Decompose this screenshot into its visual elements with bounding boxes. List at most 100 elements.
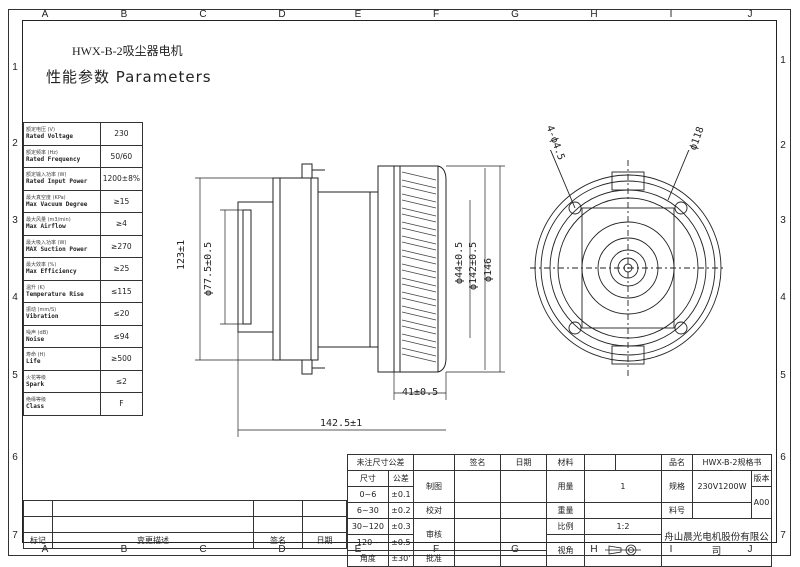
zone-col-top: C [199,9,207,20]
param-value: ≥4 [99,212,144,236]
name-value: HWX-B-2规格书 [691,454,773,471]
zone-row-right: 6 [780,452,786,463]
rev-sign-header: 签名 [253,532,303,549]
zone-col-top: B [120,9,128,20]
param-value: ≥500 [99,347,144,371]
role-approve: 批准 [412,550,455,567]
param-en: Class [26,403,45,411]
dim-width-142: 142.5±1 [320,418,363,429]
zone-col-bottom: A [41,544,49,555]
rev-date-header: 日期 [302,532,347,549]
zone-row-right: 7 [780,530,786,541]
rev-mark-header: 标记 [23,532,53,549]
tol-value: ±0.5 [387,534,414,551]
param-cn: 噪声 (dB) [26,329,49,336]
title-block: 未注尺寸公差 签名 日期 材料 品名 HWX-B-2规格书 尺寸 公差 制图 用… [347,454,773,567]
dim-dia-142: ϕ142±0.5 [468,241,479,290]
dim-dia-44: ϕ44±0.5 [454,241,465,284]
param-cn: 最大风量 (m3/min) [26,217,71,224]
tol-value: ±0.2 [387,502,414,519]
parameters-heading: 性能参数 Parameters [46,68,212,86]
param-value: ≤20 [99,302,144,326]
sign-header: 签名 [453,454,501,471]
motor-front-view [530,150,726,376]
param-cn: 火花等级 [26,374,47,381]
motor-side-view [195,163,505,437]
param-value: ≤2 [99,369,144,393]
name-label: 品名 [660,454,693,471]
tol-header: 公差 [387,470,414,487]
rev-desc-header: 变更描述 [52,532,254,549]
param-cn: 额定输入功率 (W) [26,172,67,179]
version-value: A00 [751,486,772,519]
qty-label: 用量 [545,470,585,503]
tol-size: 0~6 [347,486,389,503]
zone-col-top: J [747,9,753,20]
zone-row-left: 1 [12,62,18,73]
zone-row-right: 1 [780,55,786,66]
param-cn: 振动 (mm/S) [26,307,57,314]
param-cn: 绝缘等级 [26,397,47,404]
version-label: 版本 [751,470,772,487]
part-label: 料号 [660,502,693,519]
zone-col-top: A [41,9,49,20]
param-en: Temperature Rise [26,290,84,298]
param-en: Rated Frequency [26,155,81,163]
spec-value: 230V1200W [691,470,753,503]
tolerance-header: 未注尺寸公差 [347,454,414,471]
zone-row-right: 5 [780,370,786,381]
scale-value: 1:2 [583,518,662,535]
material-label: 材料 [545,454,585,471]
zone-col-bottom: C [199,544,207,555]
param-value: F [99,392,144,416]
param-en: Max Efficiency [26,268,77,276]
param-en: Max Vacuum Degree [26,200,88,208]
zone-row-right: 2 [780,140,786,151]
param-cn: 温升 (K) [26,284,45,291]
param-en: Max Airflow [26,223,66,231]
param-value: ≥270 [99,234,144,258]
zone-col-bottom: D [278,544,286,555]
tol-value: ±0.3 [387,518,414,535]
param-cn: 寿命 (H) [26,352,46,359]
zone-row-right: 3 [780,215,786,226]
role-review: 审核 [412,518,455,551]
param-value: ≥25 [99,257,144,281]
tol-size: 角度 [347,550,389,567]
param-cn: 最大效率 (%) [26,262,57,269]
qty-value: 1 [583,470,662,503]
param-value: 50/60 [99,144,144,168]
tol-value: ±0.1 [387,486,414,503]
role-draw: 制图 [412,470,455,503]
param-en: Life [26,358,41,366]
zone-row-right: 4 [780,292,786,303]
zone-row-left: 6 [12,452,18,463]
param-cn: 最大真空度 (KPa) [26,194,66,201]
scale-label: 比例 [545,518,585,535]
zone-col-bottom: B [120,544,128,555]
param-row: 寿命 (H)Life ≥500 [23,347,144,371]
drawing-title: HWX-B-2吸尘器电机 [72,44,183,58]
company-name: 舟山晨光电机股份有限公司 [660,518,773,567]
param-en: Rated Input Power [26,178,88,186]
spec-label: 规格 [660,470,693,503]
param-row: 额定频率 (Hz)Rated Frequency 50/60 [23,144,144,168]
projection-symbol [583,534,662,567]
dim-height-123: 123±1 [176,239,187,270]
zone-col-top: I [669,9,673,20]
tol-size: 6~30 [347,502,389,519]
date-header: 日期 [499,454,547,471]
param-value: 230 [99,122,144,146]
param-cn: 额定电压 (V) [26,127,55,134]
dim-dia-146: ϕ146 [483,257,494,282]
zone-row-left: 4 [12,292,18,303]
param-en: Noise [26,335,45,343]
param-cn: 额定频率 (Hz) [26,149,58,156]
param-row: 最大吸入功率 (W)MAX Suction Power≥270 [23,234,144,258]
param-row: 温升 (K)Temperature Rise≤115 [23,279,144,303]
param-cn: 最大吸入功率 (W) [26,239,67,246]
